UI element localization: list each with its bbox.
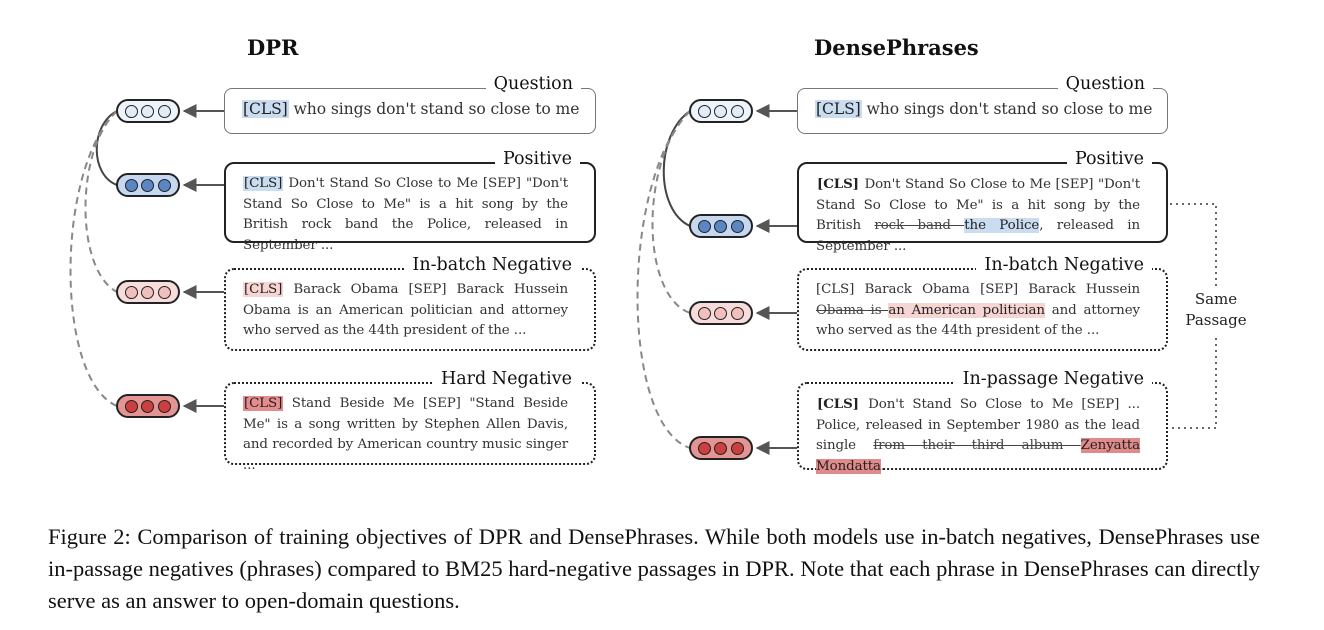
cls-token: [CLS] xyxy=(815,100,862,118)
link-left-q-hard xyxy=(69,110,118,407)
box-title: In-passage Negative xyxy=(954,368,1152,390)
link-right-q-inbatch xyxy=(651,110,691,314)
question-text: [CLS] who sings don't stand so close to … xyxy=(815,99,1152,120)
right-positive-box: Positive [CLS] Don't Stand So Close to M… xyxy=(797,148,1168,254)
question-body: who sings don't stand so close to me xyxy=(288,100,580,118)
link-left-q-pos xyxy=(95,110,118,186)
struck-text: Obama is xyxy=(816,302,889,318)
negative-phrase: an American politician xyxy=(888,302,1045,318)
link-right-q-pos xyxy=(662,110,691,227)
question-encoder-left xyxy=(116,99,180,123)
cls-token: [CLS] xyxy=(817,396,859,412)
positive-encoder-right xyxy=(689,214,753,238)
struck-text: from their third album xyxy=(873,438,1081,454)
passage-text: [CLS] Don't Stand So Close to Me [SEP] "… xyxy=(243,174,568,257)
passage-text: [CLS] Don't Stand So Close to Me [SEP] .… xyxy=(816,394,1140,478)
passage-body-end: , released in September ... xyxy=(816,218,1141,255)
link-right-q-inpassage xyxy=(636,110,691,449)
figure-caption: Figure 2: Comparison of training objecti… xyxy=(48,524,1260,613)
passage-body: Don't Stand So Close to Me [SEP] "Don't … xyxy=(243,176,568,254)
cls-token: [CLS] xyxy=(243,396,284,411)
box-title: Question xyxy=(1057,73,1153,95)
cls-token: [CLS] xyxy=(243,282,284,297)
question-body: who sings don't stand so close to me xyxy=(861,100,1153,118)
passage-text: [CLS] Stand Beside Me [SEP] "Stand Besid… xyxy=(243,394,568,477)
passage-body-end: and attorney who served as the 44th pres… xyxy=(816,302,1140,339)
link-left-q-inbatch xyxy=(84,110,118,293)
box-title: In-batch Negative xyxy=(976,254,1152,276)
box-title: Positive xyxy=(1066,148,1152,170)
right-inbatch-box: In-batch Negative [CLS] Barack Obama [SE… xyxy=(797,254,1168,351)
passage-text: [CLS] Barack Obama [SEP] Barack Hussein … xyxy=(243,280,568,342)
question-encoder-right xyxy=(689,99,753,123)
left-question-box: Question [CLS] who sings don't stand so … xyxy=(224,73,596,134)
cls-token: [CLS] xyxy=(817,176,859,192)
box-title: Hard Negative xyxy=(432,368,580,390)
cls-token: [CLS] xyxy=(242,100,289,118)
left-inbatch-box: In-batch Negative [CLS] Barack Obama [SE… xyxy=(224,254,596,351)
right-inpassage-box: In-passage Negative [CLS] Don't Stand So… xyxy=(797,368,1168,475)
left-hard-box: Hard Negative [CLS] Stand Beside Me [SEP… xyxy=(224,368,596,473)
same-passage-label: Same Passage xyxy=(1181,289,1251,331)
passage-body: Don't Stand So Close to Me [SEP] "Don't … xyxy=(816,177,1140,234)
positive-encoder-left xyxy=(116,173,180,197)
inbatch-encoder-left xyxy=(116,280,180,304)
densephrases-heading: DensePhrases xyxy=(814,35,979,60)
passage-body: Don't Stand So Close to Me [SEP] ... Pol… xyxy=(816,397,1140,454)
passage-body: [CLS] Barack Obama [SEP] Barack Hussein xyxy=(816,282,1140,297)
inbatch-encoder-right xyxy=(689,301,753,325)
hard-encoder-left xyxy=(116,394,180,418)
right-question-box: Question [CLS] who sings don't stand so … xyxy=(797,73,1168,134)
left-positive-box: Positive [CLS] Don't Stand So Close to M… xyxy=(224,148,596,253)
same-passage-bracket xyxy=(1170,203,1217,429)
box-title: Positive xyxy=(494,148,580,170)
passage-body-end: . xyxy=(880,459,886,475)
question-text: [CLS] who sings don't stand so close to … xyxy=(242,99,579,120)
cls-token: [CLS] xyxy=(243,176,284,191)
box-title: Question xyxy=(485,73,581,95)
answer-phrase: the Police xyxy=(964,218,1040,234)
passage-text: [CLS] Barack Obama [SEP] Barack Hussein … xyxy=(816,280,1140,342)
passage-text: [CLS] Don't Stand So Close to Me [SEP] "… xyxy=(816,174,1140,258)
struck-text: rock band xyxy=(874,218,965,234)
dpr-heading: DPR xyxy=(247,35,299,60)
passage-body: Barack Obama [SEP] Barack Hussein Obama … xyxy=(243,282,568,339)
same-passage-line1: Same xyxy=(1194,290,1238,308)
inpassage-encoder-right xyxy=(689,436,753,460)
passage-body: Stand Beside Me [SEP] "Stand Beside Me" … xyxy=(243,396,568,474)
box-title: In-batch Negative xyxy=(404,254,580,276)
same-passage-line2: Passage xyxy=(1185,311,1247,329)
